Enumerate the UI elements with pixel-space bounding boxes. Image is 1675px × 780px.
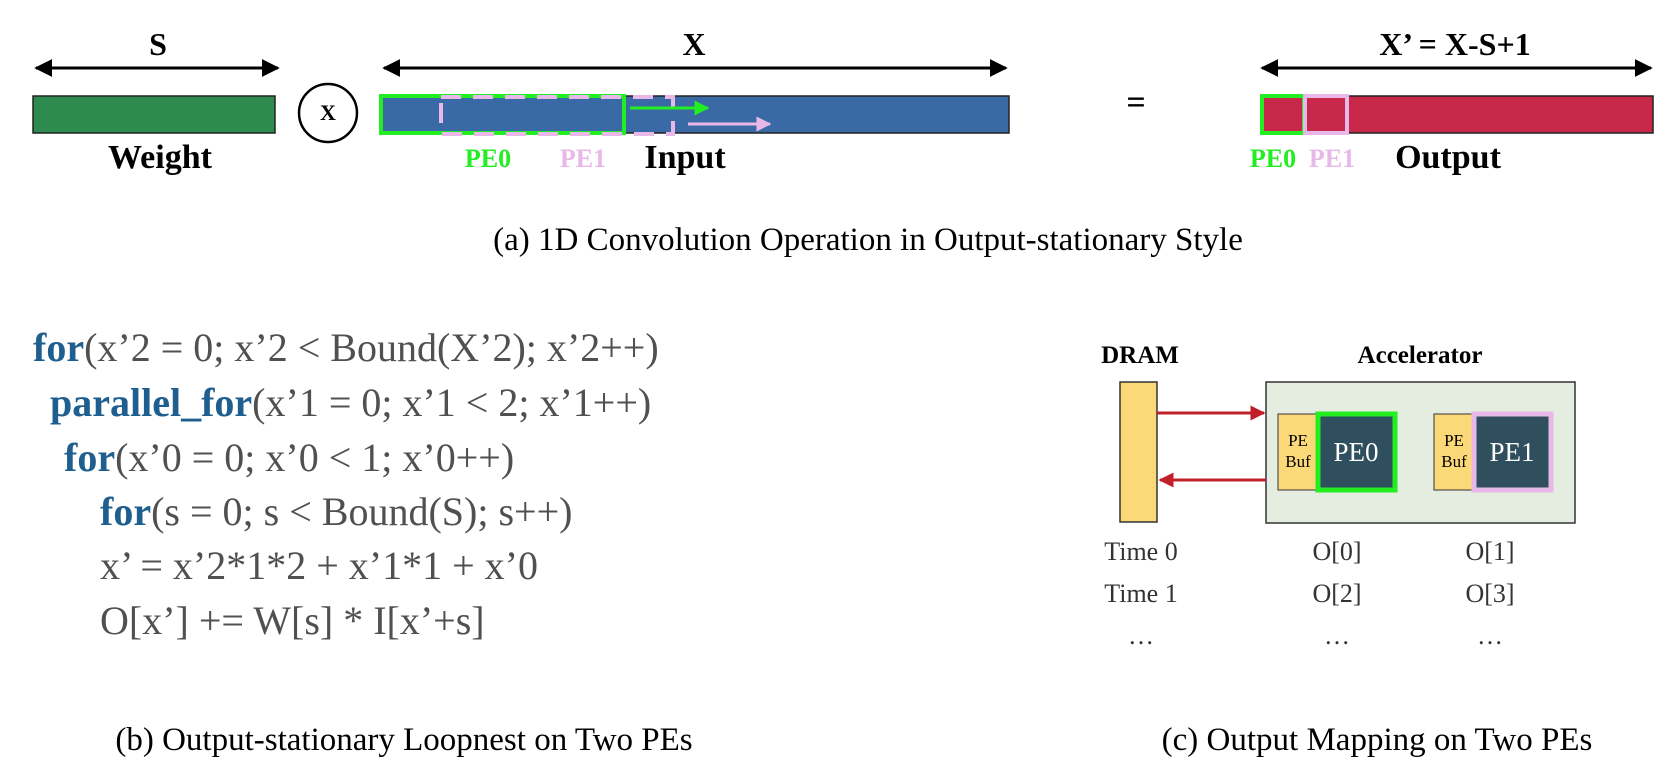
pe1-block <box>1471 411 1554 493</box>
times-operator <box>297 82 359 144</box>
pe0-output-label: PE0 <box>1250 144 1296 173</box>
dram-label: DRAM <box>1101 342 1179 369</box>
weight-label: Weight <box>108 139 213 176</box>
code-keyword: parallel_for <box>50 380 253 425</box>
code-line: for(s = 0; s < Bound(S); s++) <box>100 492 572 532</box>
code-line: parallel_for(x’1 = 0; x’1 < 2; x’1++) <box>50 383 651 423</box>
code-text: (s = 0; s < Bound(S); s++) <box>151 489 573 534</box>
equals-symbol: = <box>1126 84 1145 121</box>
pe1-input-window <box>439 95 675 136</box>
pe1-row-2: … <box>1477 621 1503 650</box>
pe1-output-label: PE1 <box>1309 144 1355 173</box>
panel-a-caption: (a) 1D Convolution Operation in Output-s… <box>493 222 1243 258</box>
pe1-row-0: O[1] <box>1465 537 1514 566</box>
panel-c: DRAM Accelerator PE Buf PE0 PE Buf PE1 T… <box>1101 342 1592 758</box>
code-text: O[x’] += W[s] * I[x’+s] <box>100 598 485 643</box>
code-text: (x’2 = 0; x’2 < Bound(X’2); x’2++) <box>84 325 659 370</box>
pe0-input-label: PE0 <box>465 144 511 173</box>
code-line: for(x’2 = 0; x’2 < Bound(X’2); x’2++) <box>33 328 659 368</box>
panel-a: S X X’ = X-S+1 Weight X PE0 PE1 Input = … <box>32 26 1654 258</box>
dram-block <box>1119 381 1158 523</box>
pe0-row-2: … <box>1324 621 1350 650</box>
pe1-input-label: PE1 <box>560 144 606 173</box>
time-row-1: Time 1 <box>1104 579 1177 608</box>
code-text: (x’1 = 0; x’1 < 2; x’1++) <box>252 380 652 425</box>
pe1-buffer-label-2: Buf <box>1441 452 1467 471</box>
loopnest-code: for(x’2 = 0; x’2 < Bound(X’2); x’2++) pa… <box>33 0 793 700</box>
time-row-2: … <box>1128 621 1154 650</box>
accelerator-label: Accelerator <box>1358 342 1483 369</box>
pe1-output-cell <box>1303 94 1349 135</box>
pe0-buffer <box>1277 413 1319 491</box>
output-bar <box>1261 95 1654 134</box>
output-label: Output <box>1395 139 1501 176</box>
panel-b-caption: (b) Output-stationary Loopnest on Two PE… <box>115 722 692 758</box>
pe0-block <box>1315 411 1398 493</box>
input-label: Input <box>644 139 726 176</box>
code-line: O[x’] += W[s] * I[x’+s] <box>100 601 485 641</box>
code-keyword: for <box>100 489 152 534</box>
output-dim-label: X’ = X-S+1 <box>1379 26 1530 62</box>
panel-c-caption: (c) Output Mapping on Two PEs <box>1162 722 1593 758</box>
pe1-row-1: O[3] <box>1465 579 1514 608</box>
pe0-block-label: PE0 <box>1333 437 1378 467</box>
pe0-row-0: O[0] <box>1312 537 1361 566</box>
weight-dim-label: S <box>149 26 167 62</box>
pe0-buffer-label-1: PE <box>1288 431 1308 450</box>
code-text: (x’0 = 0; x’0 < 1; x’0++) <box>115 435 515 480</box>
pe1-buffer-label-1: PE <box>1444 431 1464 450</box>
pe0-input-window <box>379 94 626 135</box>
input-dim-label: X <box>682 26 705 62</box>
code-text: x’ = x’2*1*2 + x’1*1 + x’0 <box>100 543 538 588</box>
code-keyword: for <box>33 325 85 370</box>
time-row-0: Time 0 <box>1104 537 1177 566</box>
weight-bar <box>32 95 276 134</box>
code-keyword: for <box>64 435 116 480</box>
pe0-row-1: O[2] <box>1312 579 1361 608</box>
pe1-block-label: PE1 <box>1489 437 1534 467</box>
code-line: for(x’0 = 0; x’0 < 1; x’0++) <box>64 438 514 478</box>
code-line: x’ = x’2*1*2 + x’1*1 + x’0 <box>100 546 538 586</box>
times-symbol: X <box>320 100 336 125</box>
pe0-buffer-label-2: Buf <box>1285 452 1311 471</box>
